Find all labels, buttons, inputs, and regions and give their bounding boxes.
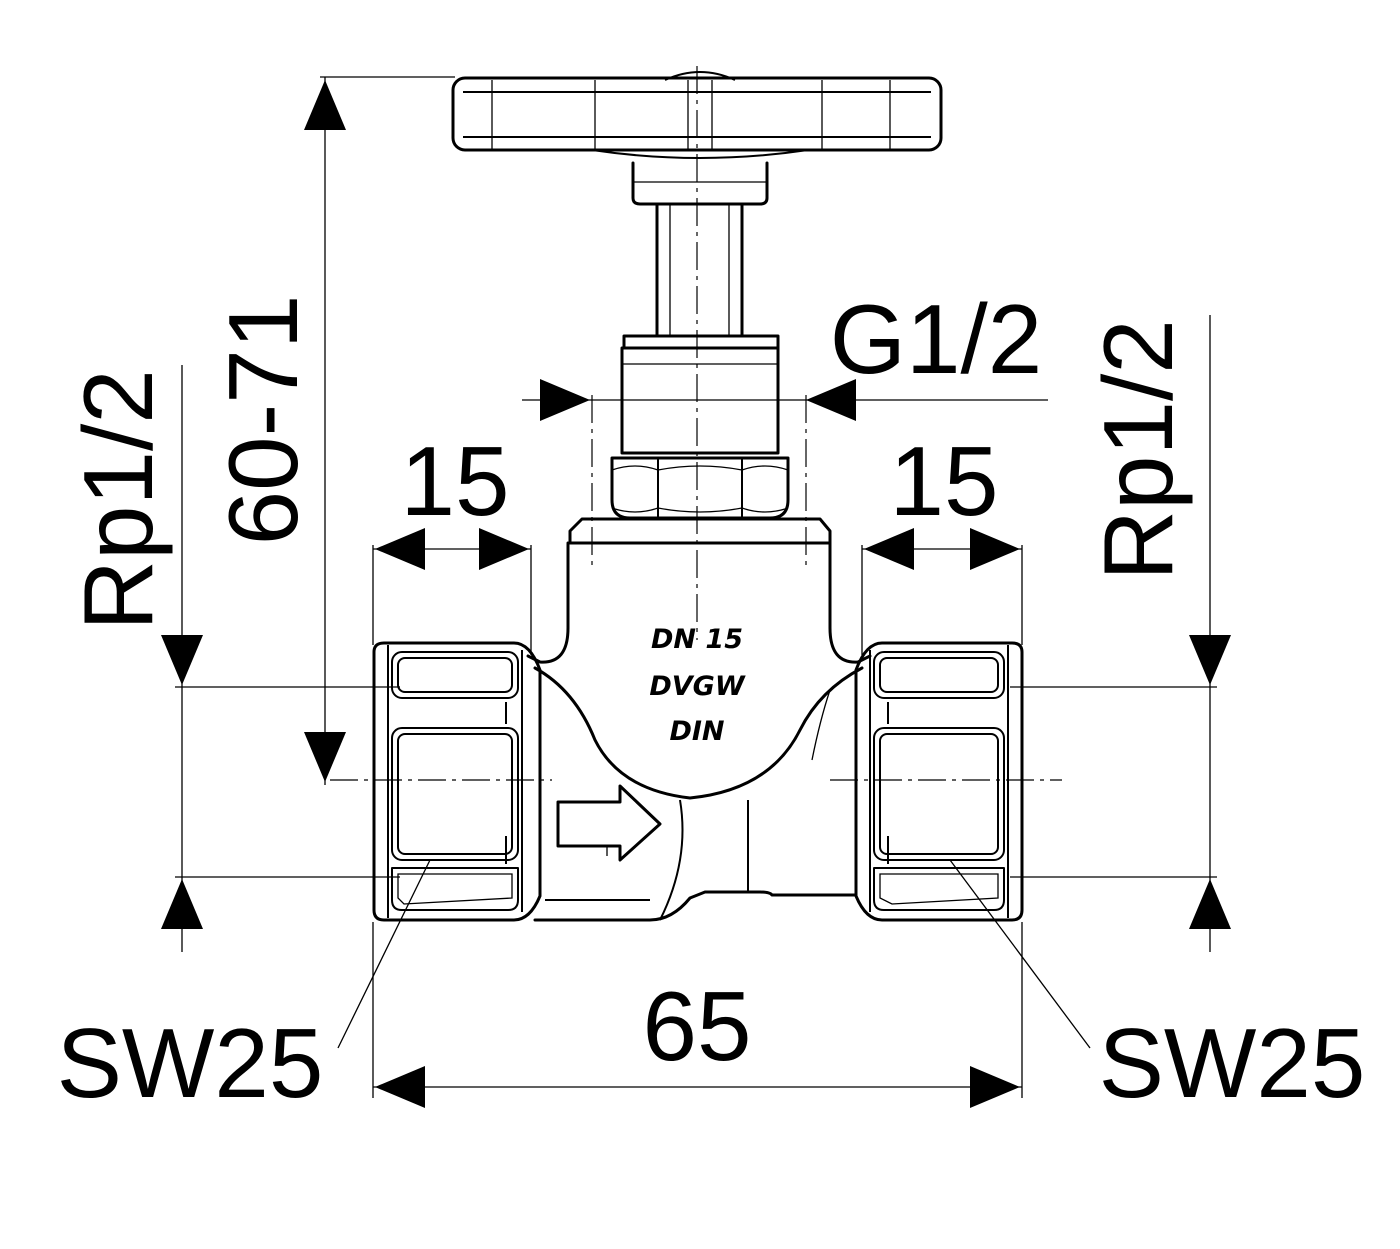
arrow-up-icon [1189,879,1231,929]
arrow-left-icon [864,528,914,570]
overall-length-dimension: 65 [372,922,1023,1108]
body-marking-line3: DIN [669,716,724,747]
arrow-up-icon [304,80,346,130]
arrow-down-icon [161,635,203,685]
bonnet-thread-dimension: G1/2 [522,284,1048,421]
right-hex-end [854,641,1024,922]
arrow-right-icon [479,528,529,570]
wrench-size-labels: SW25 SW25 [57,859,1366,1118]
arrow-up-icon [161,879,203,929]
arrow-right-icon [970,528,1020,570]
height-dimension: 60-71 [208,76,455,785]
arrow-left-icon [375,528,425,570]
right-thread-label: Rp1/2 [1083,319,1193,581]
arrow-down-icon [304,732,346,782]
left-hex-end [372,641,542,922]
handwheel [451,71,943,206]
height-range-label: 60-71 [208,295,318,546]
left-thread-dimension: Rp1/2 [63,365,400,952]
overall-length-label: 65 [642,971,751,1081]
left-depth-label: 15 [400,426,509,536]
arrow-down-icon [1189,635,1231,685]
left-depth-dimension: 15 [372,426,532,655]
arrow-right-icon [970,1066,1020,1108]
left-thread-label: Rp1/2 [63,369,173,631]
right-wrench-size-label: SW25 [1099,1008,1366,1118]
body-marking-line2: DVGW [649,671,745,702]
right-thread-dimension: Rp1/2 [1010,315,1231,952]
right-depth-label: 15 [889,426,998,536]
right-depth-dimension: 15 [861,426,1023,655]
bonnet-thread-label: G1/2 [830,284,1042,394]
bonnet [568,334,832,545]
arrow-left-icon [375,1066,425,1108]
valve-body: DN 15 DVGW DIN [372,541,1024,922]
left-wrench-size-label: SW25 [57,1008,324,1118]
arrow-left-icon [806,379,856,421]
spindle [655,202,744,337]
arrow-right-icon [540,379,590,421]
center-lines [330,66,1062,781]
